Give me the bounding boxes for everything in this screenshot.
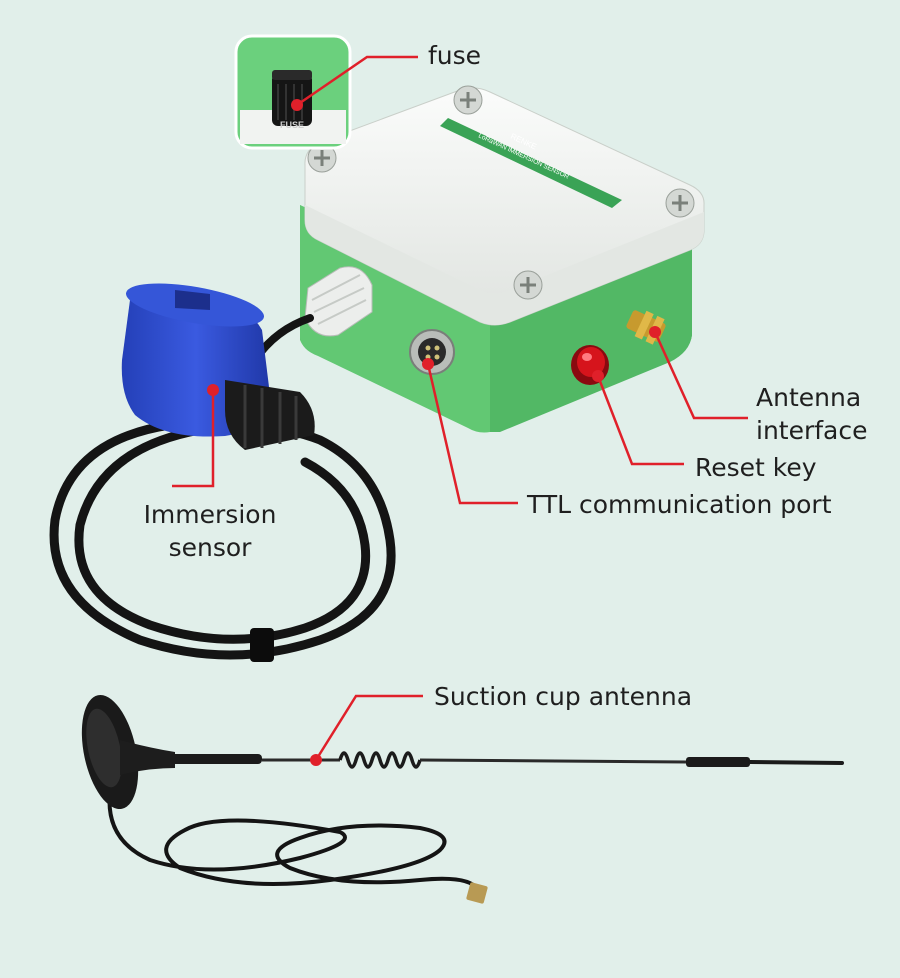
reset-key-label: Reset key (695, 453, 817, 482)
cable-gland-icon (304, 266, 373, 337)
fuse-pointer-dot (291, 99, 303, 111)
reset-pointer-dot (592, 370, 604, 382)
suction-cup-antenna (81, 695, 844, 904)
callout-dots (207, 99, 661, 766)
aviation-connector-icon (409, 329, 455, 375)
ttl-pointer (426, 363, 518, 505)
ttl-port-label: TTL communication port (527, 490, 832, 519)
fuse-pointer (296, 55, 418, 107)
callout-pointers (172, 55, 748, 761)
antenna-spring-icon (338, 751, 422, 769)
suction-antenna-label: Suction cup antenna (434, 682, 693, 711)
ttl-pointer-dot (422, 358, 434, 370)
screw-icon (513, 270, 543, 300)
fuse-cap-text: FUSE (280, 120, 304, 130)
screw-icon (665, 188, 695, 218)
reset-button-icon (571, 345, 609, 385)
antenna-label-line1: Antenna (756, 383, 862, 412)
immersion-label-line1: Immersion (143, 500, 277, 529)
suction-pointer-dot (310, 754, 322, 766)
reset-pointer (596, 375, 684, 466)
sensor-enclosure: RENKE LoRaWAN IMMERSION SENSOR (300, 85, 705, 433)
immersion-pointer (172, 390, 215, 488)
antenna-pointer (653, 331, 748, 420)
sensor-cable-loop (49, 413, 396, 660)
cable-tie (250, 628, 274, 662)
fuse-inset: FUSE (234, 34, 352, 150)
suction-pointer (314, 694, 423, 761)
fuse-label: fuse (428, 41, 482, 70)
screw-icon (307, 143, 337, 173)
antenna-pointer-dot (649, 326, 661, 338)
immersion-pointer-dot (207, 384, 219, 396)
antenna-label-line2: interface (756, 416, 868, 445)
fuse-holder-icon (272, 70, 312, 126)
screw-icon (453, 85, 483, 115)
suction-cup-icon (81, 695, 175, 809)
immersion-sensor-probe (121, 283, 315, 450)
immersion-label-line2: sensor (168, 533, 252, 562)
